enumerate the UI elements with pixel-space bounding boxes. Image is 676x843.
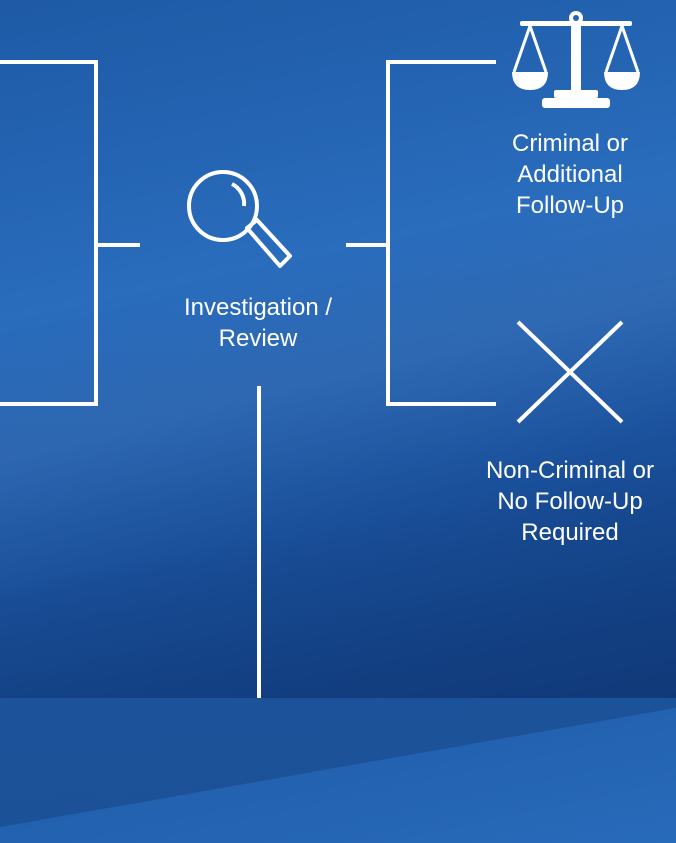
criminal-followup-label: Criminal or Additional Follow-Up xyxy=(470,128,670,221)
criminal-label-line2: Additional xyxy=(517,161,623,188)
magnifying-glass-icon xyxy=(187,170,292,268)
investigation-label-line2: Review xyxy=(218,325,298,352)
right-bracket-connector xyxy=(386,60,496,406)
non-criminal-label-line1: Non-Criminal or xyxy=(485,457,655,484)
left-bracket-connector xyxy=(0,60,98,406)
flow-connectors xyxy=(0,0,676,698)
scales-of-justice-icon xyxy=(512,11,640,108)
x-mark-icon xyxy=(516,320,624,424)
non-criminal-label-line3: Required xyxy=(521,519,619,546)
non-criminal-label-line2: No Follow-Up xyxy=(497,488,643,515)
criminal-label-line3: Follow-Up xyxy=(515,192,625,219)
investigation-label-line1: Investigation / xyxy=(183,294,333,321)
non-criminal-label: Non-Criminal or No Follow-Up Required xyxy=(464,455,676,548)
investigation-review-label: Investigation / Review xyxy=(150,292,366,354)
criminal-label-line1: Criminal or xyxy=(511,130,628,157)
